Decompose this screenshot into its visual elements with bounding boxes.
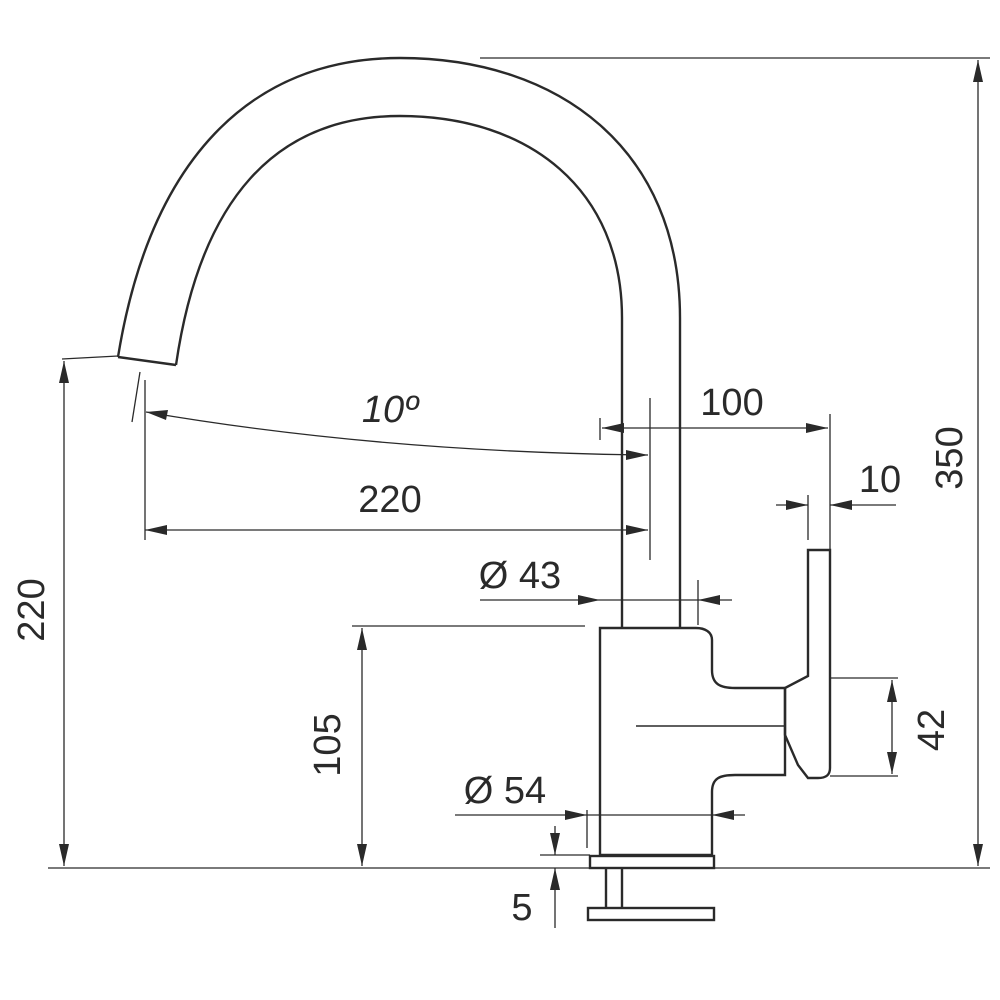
dim-10-degree-arc	[145, 410, 649, 460]
base-plate	[586, 906, 716, 922]
label-diameter-43: Ø 43	[479, 555, 561, 597]
label-10: 10	[859, 459, 901, 501]
label-350: 350	[929, 426, 971, 489]
dim-100	[602, 423, 828, 433]
label-100: 100	[700, 382, 763, 424]
dim-10	[776, 500, 896, 510]
dim-350	[973, 60, 983, 866]
base-flange	[588, 854, 716, 870]
dim-5	[550, 826, 560, 928]
spout-tip	[117, 355, 177, 367]
label-diameter-54: Ø 54	[464, 770, 546, 812]
label-10-degree: 10º	[362, 389, 420, 431]
faucet-body	[598, 626, 787, 857]
extension-lines	[48, 57, 990, 869]
label-220-height: 220	[11, 578, 53, 641]
handle-lever	[783, 548, 832, 780]
faucet-outline	[116, 56, 832, 922]
label-220-reach: 220	[358, 479, 421, 521]
dim-42	[887, 680, 897, 774]
dim-220-reach	[145, 525, 648, 535]
dim-105	[357, 628, 367, 866]
base-connector	[604, 868, 624, 908]
dim-diameter-43	[480, 595, 732, 605]
label-105: 105	[307, 713, 349, 776]
label-5: 5	[511, 887, 532, 929]
spout-inner-curve	[174, 114, 624, 628]
dim-diameter-54	[455, 810, 745, 820]
spout-outer-curve	[116, 56, 682, 628]
dim-220-height	[59, 361, 69, 866]
label-42: 42	[911, 709, 953, 751]
